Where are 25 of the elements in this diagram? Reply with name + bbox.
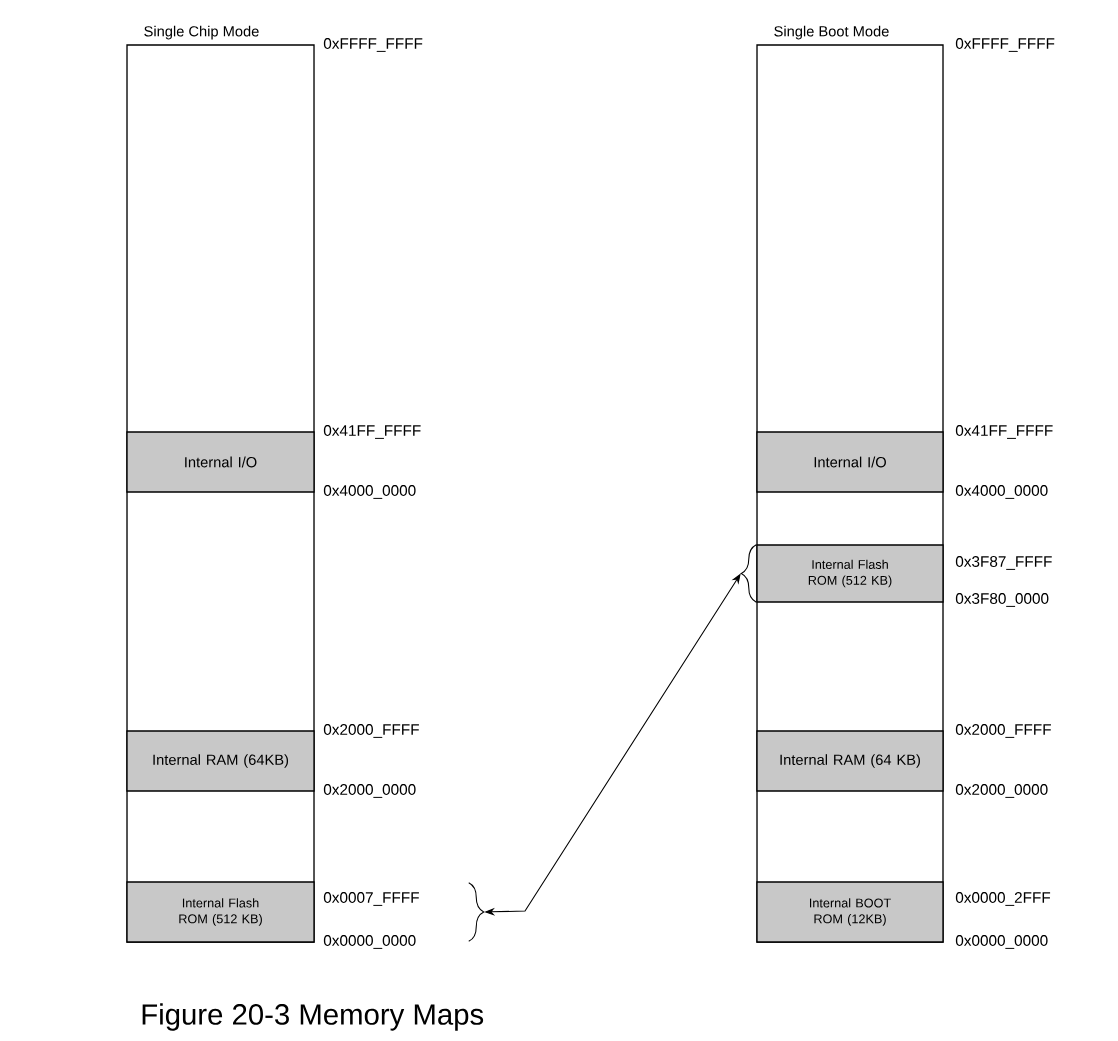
address-label: 0x0000_0000	[955, 935, 1048, 949]
memory-region: Internal BOOT ROM (12KB)	[756, 881, 944, 943]
column-title: Single Boot Mode	[774, 25, 889, 40]
address-label: 0x2000_FFFF	[955, 724, 1051, 738]
figure-caption: Figure 20-3 Memory Maps	[142, 1003, 484, 1031]
address-label: 0x0000_0000	[323, 935, 416, 949]
address-label: 0x3F80_0000	[955, 593, 1049, 607]
curly-brace	[468, 882, 485, 942]
memory-region: Internal I/O	[756, 431, 944, 493]
memory-region: Internal I/O	[126, 431, 315, 493]
curly-brace	[740, 544, 757, 603]
memory-region: Internal RAM (64KB)	[126, 730, 315, 792]
address-label: 0xFFFF_FFFF	[955, 38, 1055, 52]
address-label: 0x2000_0000	[323, 784, 416, 798]
address-label: 0x4000_0000	[955, 485, 1048, 499]
address-label: 0x2000_FFFF	[323, 724, 419, 738]
memory-region: Internal Flash ROM (512 KB)	[756, 544, 944, 603]
address-label: 0xFFFF_FFFF	[323, 38, 423, 52]
address-label: 0x2000_0000	[955, 784, 1048, 798]
address-label: 0x4000_0000	[323, 485, 416, 499]
memory-region: Internal Flash ROM (512 KB)	[126, 881, 315, 943]
column-title: Single Chip Mode	[144, 25, 259, 40]
memory-region: Internal RAM (64 KB)	[756, 730, 944, 792]
address-label: 0x41FF_FFFF	[323, 425, 421, 439]
address-label: 0x41FF_FFFF	[955, 425, 1053, 439]
